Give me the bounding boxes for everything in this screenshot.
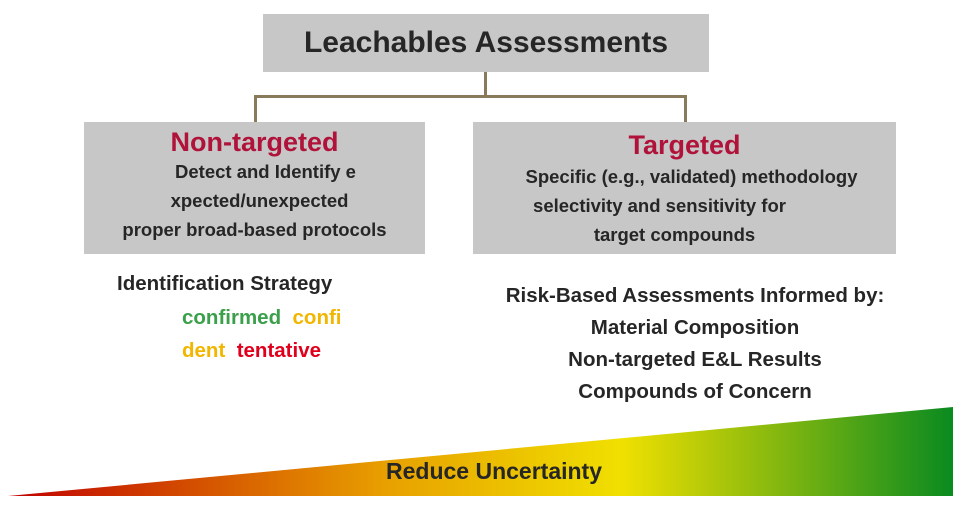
connector-horizontal [254, 95, 687, 98]
tentative-label: tentative [236, 339, 321, 362]
targeted-line-1: Specific (e.g., validated) methodology [525, 166, 858, 187]
connector-vertical-top [484, 72, 487, 97]
diagram-title: Leachables Assessments [303, 26, 669, 59]
risk-item: Compounds of Concern [578, 380, 812, 403]
confident-label-part-1: confi [292, 306, 342, 329]
targeted-box: Targeted Specific (e.g., validated) meth… [473, 122, 896, 254]
non-targeted-line-3: proper broad-based protocols [122, 219, 387, 240]
targeted-line-2: selectivity and sensitivity for [533, 195, 786, 216]
non-targeted-heading: Non-targeted [170, 127, 339, 157]
identification-line-1: confirmed confi [182, 306, 341, 330]
risk-item: Non-targeted E&L Results [568, 348, 822, 371]
targeted-line-3: target compounds [593, 224, 756, 245]
uncertainty-label: Reduce Uncertainty [386, 458, 603, 484]
title-box: Leachables Assessments [263, 14, 709, 72]
risk-block: Risk-Based Assessments Informed by: Mate… [470, 280, 920, 408]
non-targeted-box: Non-targeted Detect and Identify e xpect… [84, 122, 425, 254]
confirmed-label: confirmed [182, 306, 282, 329]
risk-item: Material Composition [590, 316, 800, 339]
identification-heading: Identification Strategy [117, 272, 333, 295]
non-targeted-line-1: Detect and Identify e [175, 161, 356, 182]
risk-heading: Risk-Based Assessments Informed by: [505, 284, 885, 307]
identification-line-2: dent tentative [182, 339, 321, 363]
non-targeted-line-2: xpected/unexpected [170, 190, 349, 211]
connector-right-drop [684, 95, 687, 122]
targeted-heading: Targeted [628, 130, 741, 160]
connector-left-drop [254, 95, 257, 122]
confident-label-part-2: dent [182, 339, 226, 362]
uncertainty-triangle [8, 407, 953, 496]
